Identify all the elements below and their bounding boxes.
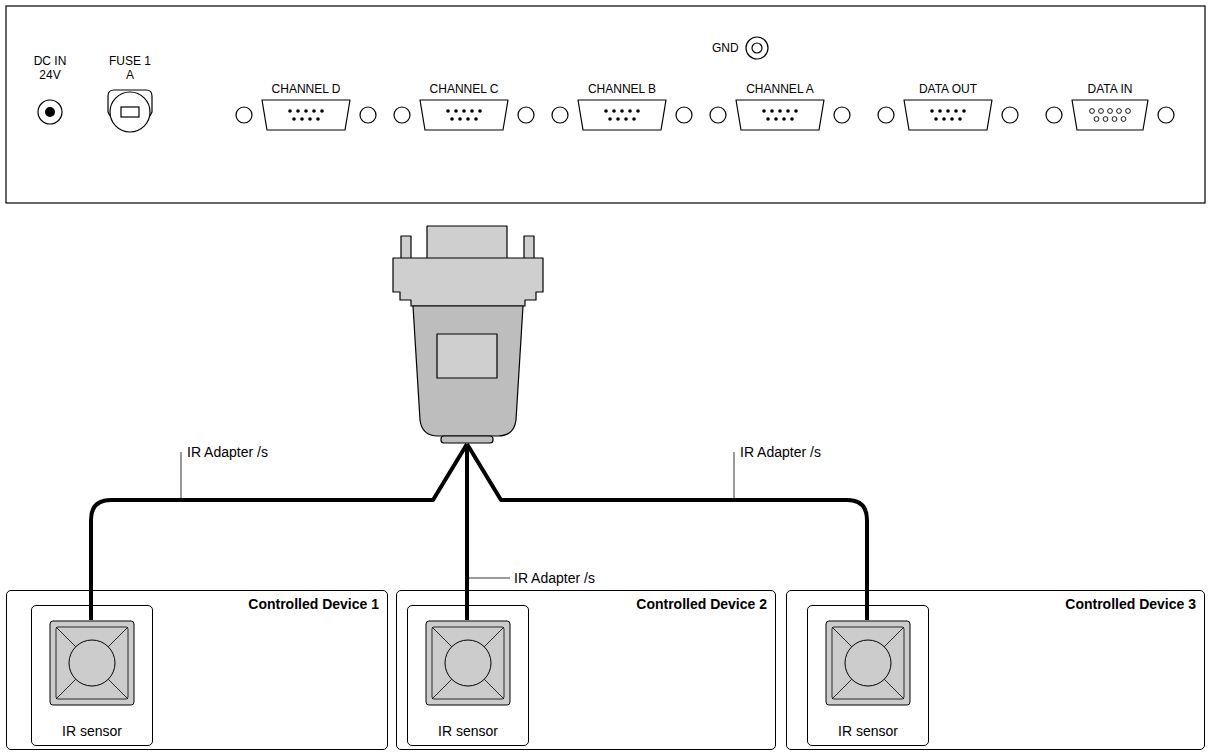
port-label: CHANNEL C	[430, 82, 499, 96]
port-label: CHANNEL B	[588, 82, 656, 96]
ir-sensor-icons	[50, 621, 910, 705]
device-title: Controlled Device 3	[1065, 596, 1196, 612]
sensor-label: IR sensor	[408, 723, 528, 739]
dc-jack	[38, 100, 62, 124]
port-label: CHANNEL D	[272, 82, 341, 96]
cable-label: IR Adapter /s	[514, 570, 595, 586]
fuse-holder	[108, 90, 152, 132]
device-title: Controlled Device 2	[636, 596, 767, 612]
device-title: Controlled Device 1	[248, 596, 379, 612]
port-label: GND	[712, 41, 739, 55]
sensor-box: IR sensor	[407, 605, 529, 746]
leader-lines	[181, 452, 734, 578]
port-label: DATA OUT	[919, 82, 977, 96]
sensor-label: IR sensor	[808, 723, 928, 739]
sensor-label: IR sensor	[32, 723, 152, 739]
db9-plug	[393, 226, 543, 443]
device-box: Controlled Device 2 IR sensor	[396, 590, 776, 750]
sensor-box: IR sensor	[807, 605, 929, 746]
port-connectors	[236, 100, 1174, 130]
device-box: Controlled Device 3 IR sensor	[786, 590, 1205, 750]
cable-label: IR Adapter /s	[740, 444, 821, 460]
rear-panel	[6, 6, 1205, 203]
port-label: CHANNEL A	[746, 82, 814, 96]
sensor-box: IR sensor	[31, 605, 153, 746]
gnd-terminal	[746, 37, 768, 59]
port-label: DATA IN	[1088, 82, 1133, 96]
port-label: FUSE 1 A	[108, 54, 152, 82]
ir-adapter-cable	[91, 444, 867, 620]
device-box: Controlled Device 1 IR sensor	[6, 590, 388, 750]
port-label: DC IN 24V	[28, 54, 72, 82]
cable-label: IR Adapter /s	[187, 444, 268, 460]
